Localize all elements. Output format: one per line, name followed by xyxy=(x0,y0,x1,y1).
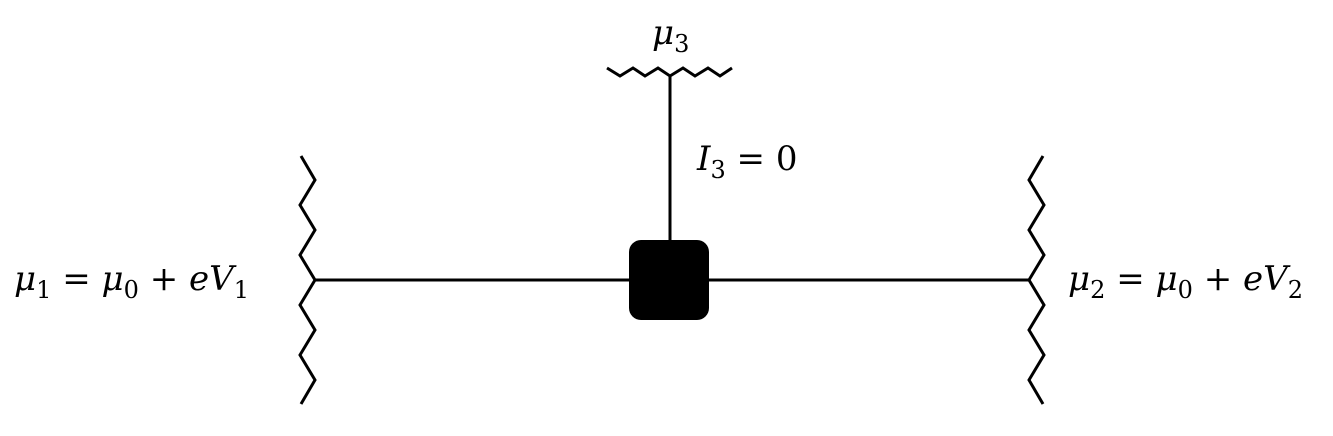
device-box xyxy=(629,240,709,320)
left-reservoir-label: μ1 = μ0 + eV1 xyxy=(14,259,249,304)
left-reservoir-zigzag xyxy=(298,155,317,405)
right-reservoir-label: μ2 = μ0 + eV2 xyxy=(1068,259,1303,304)
mu-symbol: μ xyxy=(14,259,37,299)
mu-symbol: μ xyxy=(652,13,675,53)
probe-current-annotation: I3 = 0 xyxy=(697,139,798,184)
mu-symbol: μ xyxy=(1068,259,1091,299)
top-reservoir-zigzag xyxy=(606,66,733,78)
top-reservoir-label: μ3 xyxy=(652,13,690,58)
right-reservoir-zigzag xyxy=(1027,155,1046,405)
